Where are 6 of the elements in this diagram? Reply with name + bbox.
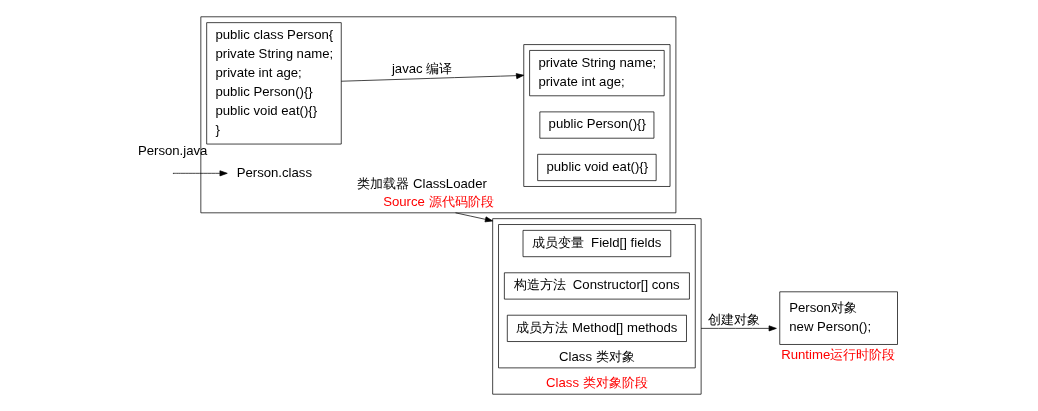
node-label: Runtime运行时阶段: [781, 347, 896, 363]
node-label: Person.java: [137, 142, 208, 158]
node-text: Person.class: [236, 164, 312, 180]
edge-label: 类加载器 ClassLoader: [357, 175, 487, 191]
edge-label: javac 编译: [391, 60, 453, 76]
edge-label: 创建对象: [707, 312, 760, 328]
